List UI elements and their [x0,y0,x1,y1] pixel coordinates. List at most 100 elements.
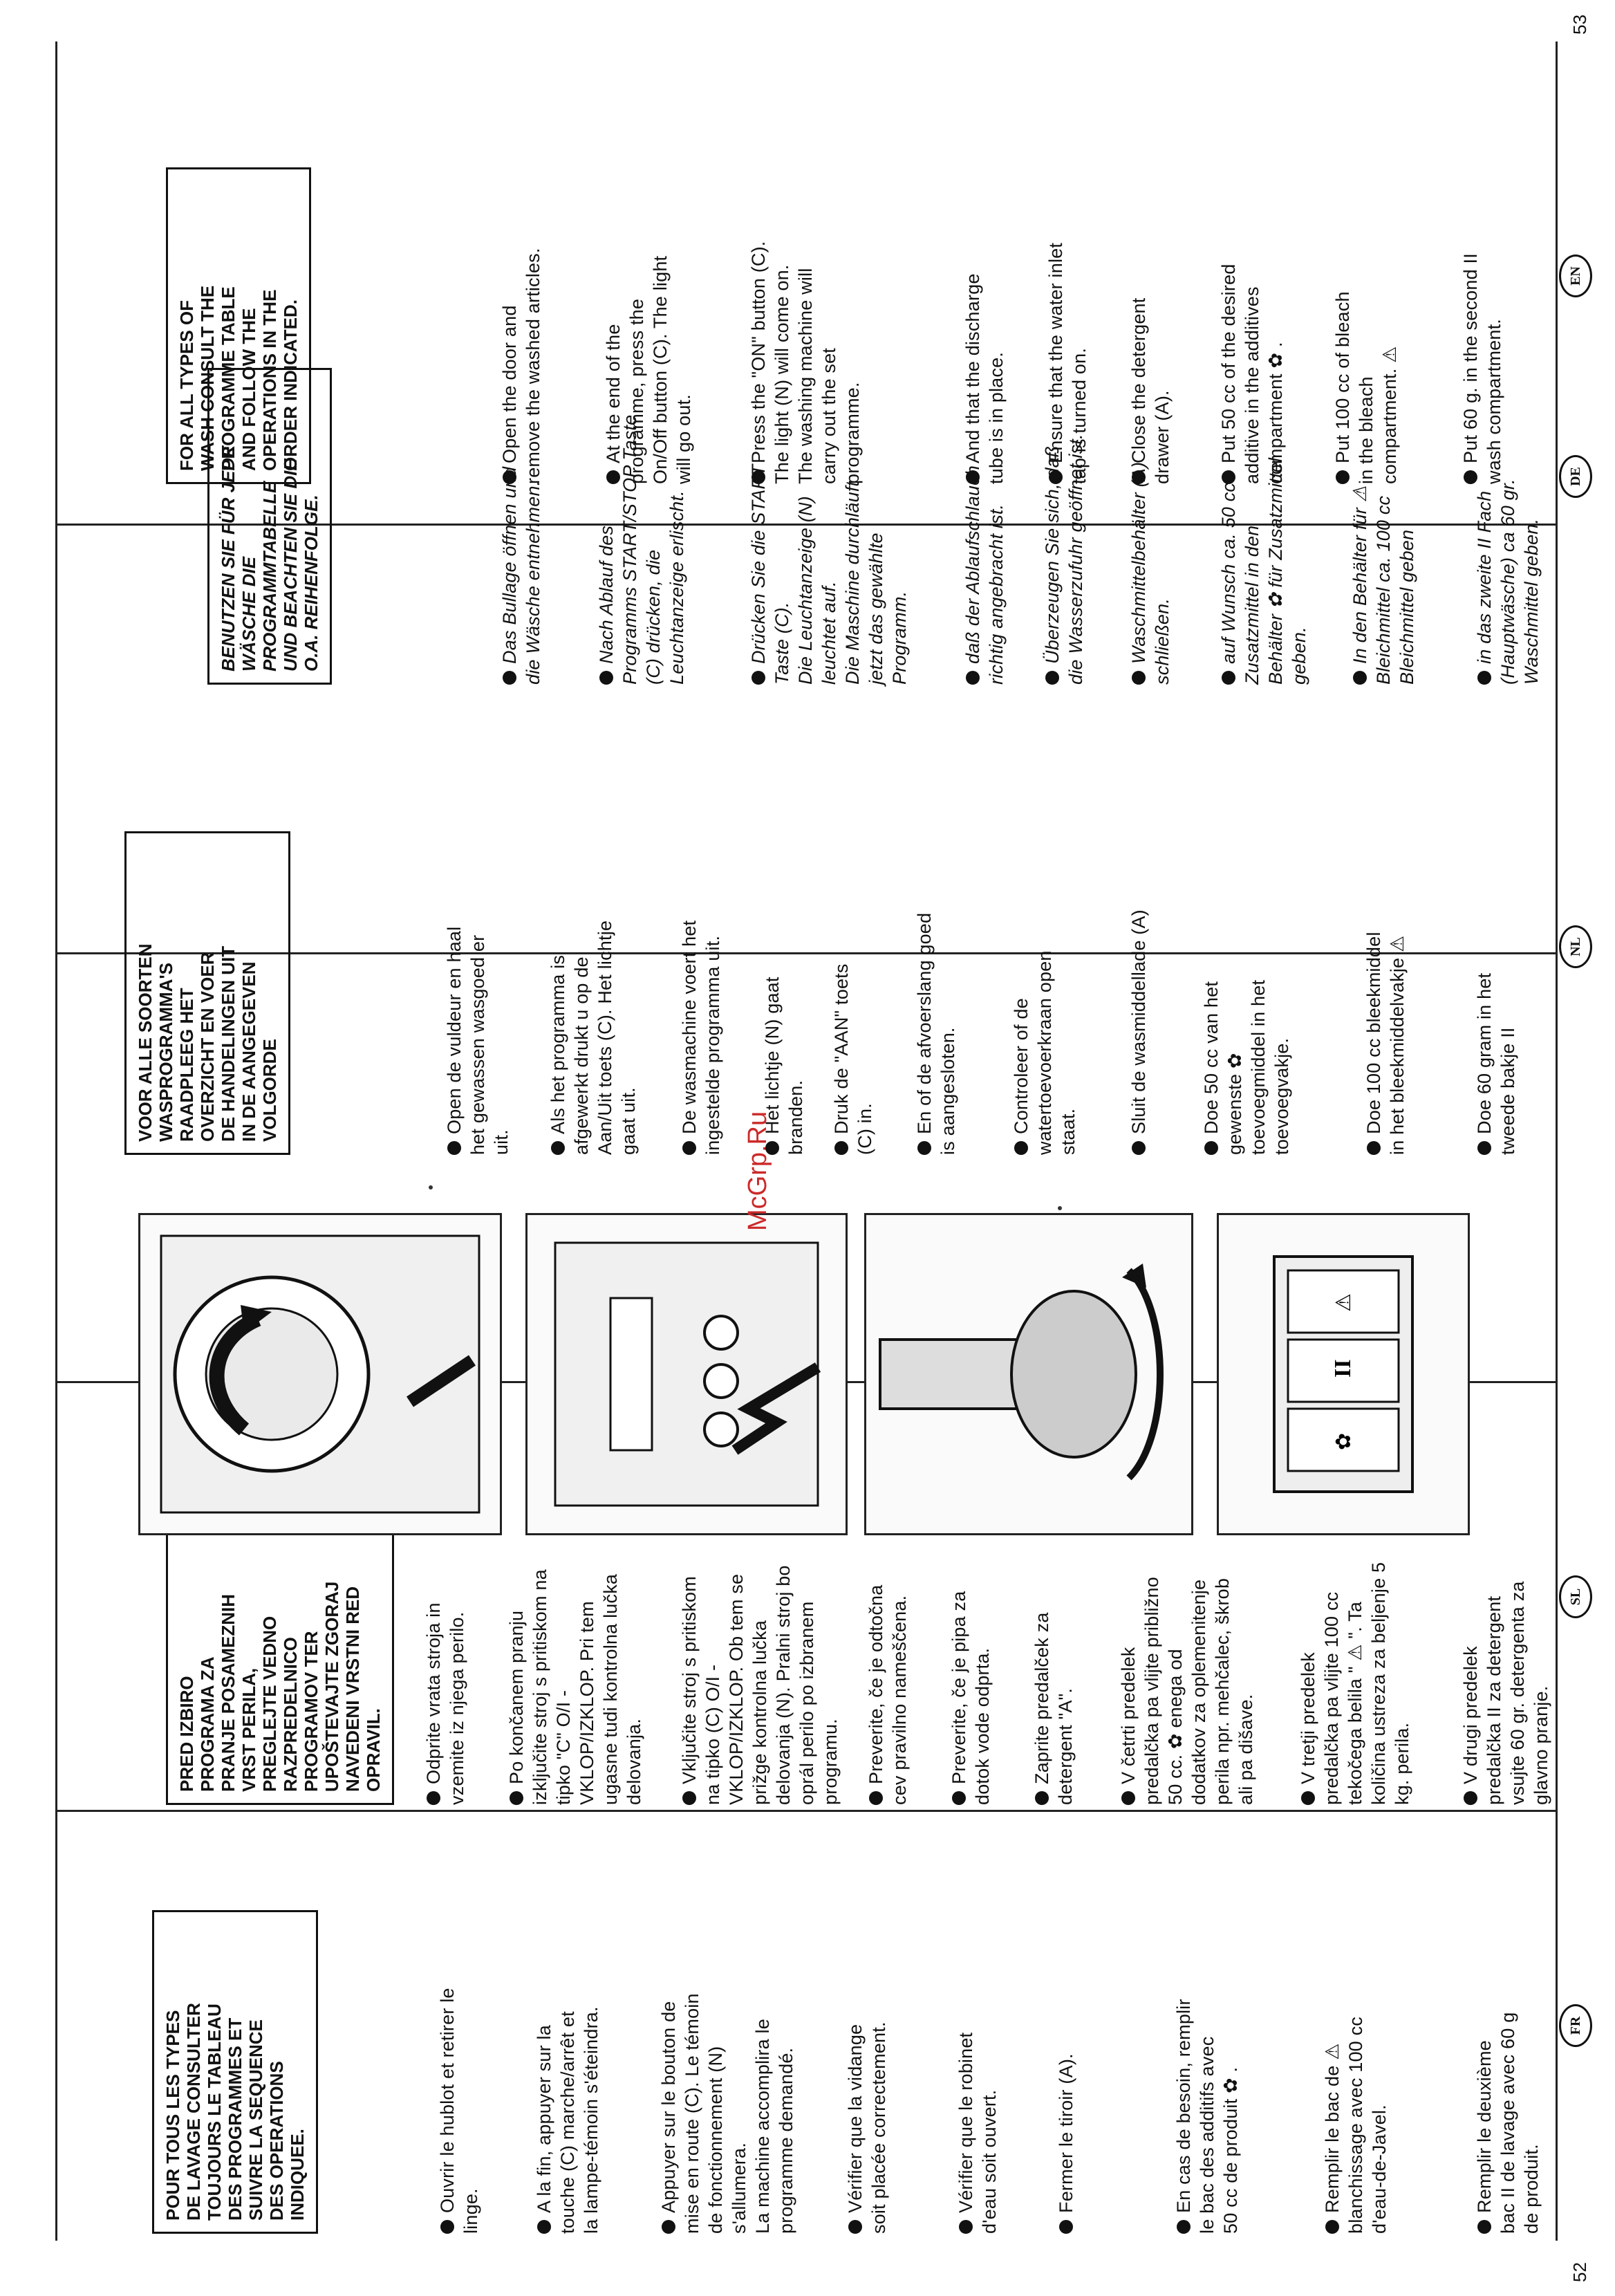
bullet-icon [510,1791,523,1805]
bullet-icon [848,2220,862,2234]
bullet-icon [1477,2220,1491,2234]
bullet-icon [662,2220,675,2234]
top-rule [55,41,57,2241]
bullet-icon [966,671,980,685]
list-item: Appuyer sur le bouton de mise en route (… [658,1993,796,2234]
bullet-icon [1464,1791,1477,1805]
page-number-right: 53 [1569,15,1590,35]
list-item: At the end of the programme, press the O… [603,255,694,484]
illustration-detergent-drawer: II ⚠ ✿ [1217,1213,1470,1535]
bullet-icon [1059,2220,1073,2234]
bullet-icon [917,1141,931,1155]
bullet-icon [1204,1141,1218,1155]
bullet-icon [503,470,516,484]
bullet-icon [682,1791,696,1805]
bullet-icon [834,1141,848,1155]
notice-box: FOR ALL TYPES OF WASH CONSULT THE PROGRA… [166,167,311,484]
list-item: Open de vuldeur en haal het gewassen was… [444,926,512,1155]
list-item: And that the discharge tube is in place. [962,273,1007,484]
bullet-icon [1121,1791,1135,1805]
list-item: Waschmittelbehälter (A) schließen. [1128,462,1173,685]
list-item: auf Wunsch ca. 50 cc Zusatzmittel in den… [1218,457,1309,685]
bullet-icon [959,2220,973,2234]
list-item: Drücken Sie die START Taste (C). Die Leu… [748,464,910,685]
bullet-icon [427,1791,440,1805]
list-item: Het lichtje (N) gaat branden. [762,976,806,1155]
bullet-icon [765,1141,779,1155]
list-item: V tretji predelek predalčka pa vlijte 10… [1298,1562,1412,1805]
page-number-left: 52 [1569,2262,1590,2282]
bullet-icon [966,470,980,484]
list-item: Doe 60 gram in het tweede bakje II [1474,972,1518,1155]
bullet-icon [606,470,620,484]
list-item: Doe 50 cc van het gewenste ✿ toevoegmidd… [1201,979,1292,1155]
bullet-icon [1353,671,1367,685]
list-item: In den Behälter für ⚠ Bleichmittel ca. 1… [1350,485,1417,685]
list-item: in das zweite II Fach (Hauptwäsche) ca 6… [1474,479,1542,685]
bullet-icon [1301,1791,1315,1805]
bullet-icon [1367,1141,1381,1155]
list-item: Remplir le bac de ⚠ blanchissage avec 10… [1322,2017,1390,2234]
notice-box: POUR TOUS LES TYPES DE LAVAGE CONSULTER … [152,1910,318,2234]
bullet-icon [440,2220,454,2234]
bullet-icon [551,1141,565,1155]
list-item: Fermer le tiroir (A). [1054,2053,1078,2234]
list-item: En of de afvoerslang goed is aangesloten… [914,912,958,1155]
bullet-icon [752,671,765,685]
list-item: Zaprite predalček za detergent "A". [1031,1612,1076,1805]
bullet-icon [1132,671,1146,685]
lang-badge-en: EN [1559,254,1592,297]
list-item: Open the door and remove the washed arti… [499,248,543,484]
bullet-icon [869,1791,883,1805]
list-item: De wasmachine voert het ingestelde progr… [679,920,723,1155]
bullet-icon [752,470,765,484]
list-item: Press the "ON" button (C). The light (N)… [748,241,863,484]
list-item: Das Bullage öffnen und die Wäsche entneh… [499,467,543,685]
list-item: Put 60 g. in the second II wash compartm… [1460,253,1504,484]
list-item: Ensure that the water inlet tap is turne… [1045,242,1090,484]
bullet-icon [447,1141,461,1155]
lang-badge-sl: SL [1559,1575,1592,1618]
list-item: Sluit de wasmiddellade (A) [1127,909,1150,1155]
list-item: Put 100 cc of bleach in the bleach compa… [1332,291,1400,484]
print-speck [429,1185,433,1189]
lang-badge-nl: NL [1559,925,1592,968]
list-item: Preverite, če je pipa za dotok vode odpr… [949,1591,993,1805]
bottom-rule [1556,41,1558,2241]
illustration-start-button [525,1213,848,1535]
bullet-icon [1132,470,1146,484]
illustration-water-tap [864,1213,1193,1535]
bullet-icon [1477,671,1491,685]
bullet-icon [1014,1141,1028,1155]
list-item: Doe 100 cc bleekmiddel in het bleekmidde… [1363,932,1408,1155]
list-item: Vérifier que le robinet d'eau soit ouver… [955,2032,1000,2234]
list-item: A la fin, appuyer sur la touche (C) marc… [534,2006,601,2234]
bullet-icon [1325,2220,1339,2234]
list-item: Preverite, če je odtočna cev pravilno na… [866,1584,910,1805]
bullet-icon [1477,1141,1491,1155]
bullet-icon [1177,2220,1191,2234]
list-item: Odprite vrata stroja in vzemite iz njega… [423,1602,467,1805]
bullet-icon [1222,671,1235,685]
bullet-icon [1049,470,1063,484]
list-item: Controleer of de watertoevoerkraan open … [1011,950,1079,1155]
bullet-icon [1222,470,1235,484]
column-divider-1 [55,1810,1556,1812]
drawer-label-ii: II [1330,1360,1356,1378]
notice-box: VOOR ALLE SOORTEN WASPROGRAMMA'S RAADPLE… [124,831,290,1155]
bleach-icon: ⚠ [1332,1293,1355,1312]
additive-icon: ✿ [1332,1433,1355,1450]
list-item: Vključite stroj s pritiskom na tipko (C)… [679,1565,841,1805]
list-item: Als het programma is afgewerkt drukt u o… [548,920,639,1155]
illustration-door-open [138,1213,502,1535]
bullet-icon [599,671,613,685]
bullet-icon [1045,671,1059,685]
list-item: Po končanem pranju izključite stroj s pr… [506,1569,644,1805]
list-item: Ouvrir le hublot et retirer le linge. [437,1988,481,2234]
list-item: V četrti predelek predalčka pa vlijte pr… [1118,1577,1256,1805]
bullet-icon [1035,1791,1049,1805]
bullet-icon [682,1141,696,1155]
list-item: V drugi predelek predalčka II za deterge… [1460,1581,1551,1805]
lang-badge-de: DE [1559,455,1592,498]
